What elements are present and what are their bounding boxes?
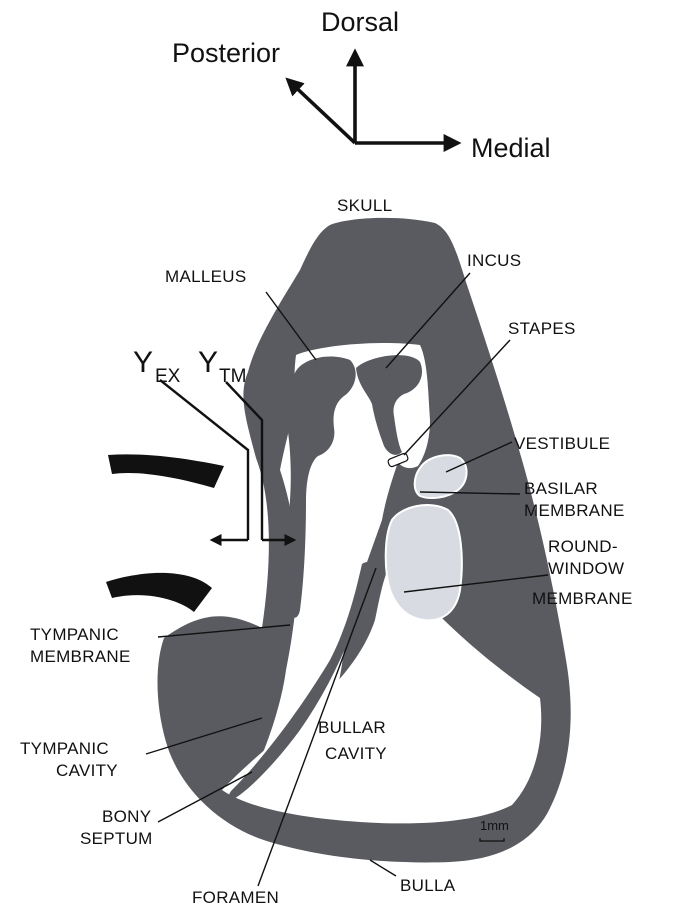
basilar-label-line2: MEMBRANE (524, 501, 625, 520)
bullar-cavity-label-line1: BULLAR (318, 718, 386, 737)
ear-canal-lower (106, 573, 212, 612)
y-tm-label: Y (198, 346, 218, 379)
skull-section (106, 218, 571, 863)
tympanic-cavity-label-line2: CAVITY (56, 761, 118, 780)
bulla-label: BULLA (400, 876, 456, 895)
medial-label: Medial (471, 133, 551, 163)
round-window-label-line3: MEMBRANE (532, 589, 633, 608)
bony-septum-label-line2: SEPTUM (80, 829, 153, 848)
orientation-axes: Dorsal Posterior Medial (172, 7, 551, 163)
y-tm-subscript: TM (219, 366, 246, 387)
malleus-label: MALLEUS (165, 267, 246, 286)
bony-septum-label-line1: BONY (102, 807, 151, 826)
skull-label: SKULL (337, 196, 392, 215)
tympanic-membrane-label-line1: TYMPANIC (30, 625, 119, 644)
posterior-label: Posterior (172, 38, 280, 68)
tympanic-cavity-label-line1: TYMPANIC (20, 739, 109, 758)
round-window-shape (386, 505, 462, 620)
posterior-arrow (288, 80, 355, 143)
bullar-cavity-label-line2: CAVITY (325, 744, 387, 763)
basilar-label-line1: BASILAR (524, 479, 598, 498)
round-window-label-line1: ROUND- (548, 537, 618, 556)
tympanic-membrane-label-line2: MEMBRANE (30, 647, 131, 666)
scale-bar-label: 1mm (480, 818, 509, 833)
stapes-label: STAPES (508, 319, 576, 338)
round-window-label-line2: WINDOW (548, 559, 624, 578)
incus-label: INCUS (467, 251, 521, 270)
dorsal-label: Dorsal (321, 7, 399, 37)
y-ex-label: Y (133, 346, 153, 379)
foramen-label: FORAMEN (192, 888, 279, 907)
vestibule-label: VESTIBULE (514, 434, 610, 453)
bulla-leader (370, 860, 396, 876)
ear-canal-upper (108, 454, 224, 488)
y-ex-subscript: EX (155, 366, 181, 387)
